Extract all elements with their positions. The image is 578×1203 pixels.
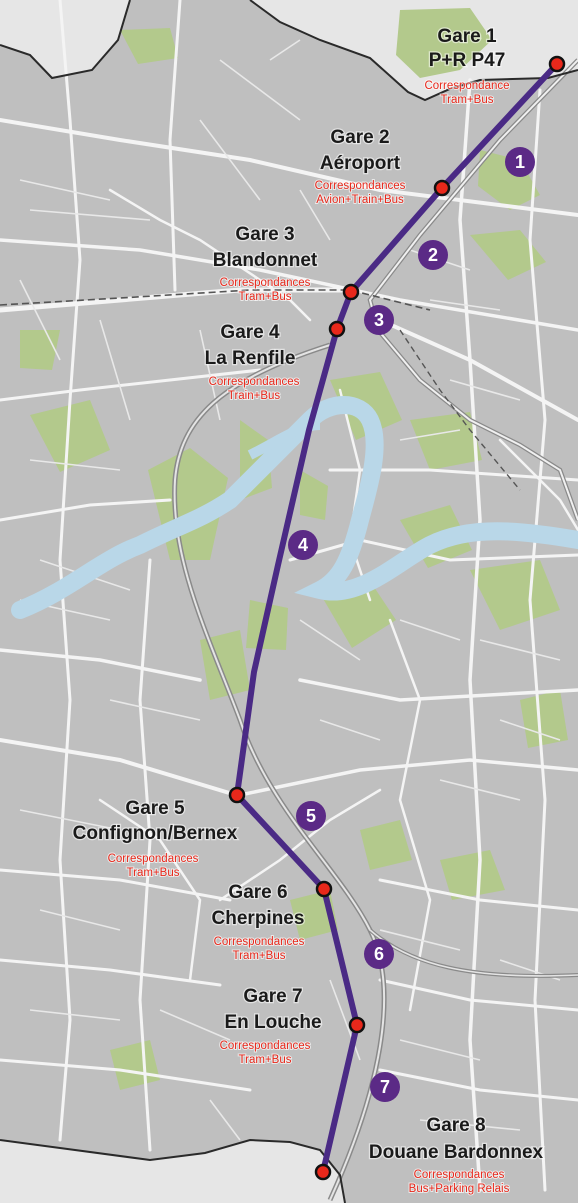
station-dot-2[interactable]	[433, 179, 451, 197]
border-area-bottom	[0, 1140, 345, 1203]
svg-text:Tram+Bus: Tram+Bus	[239, 291, 292, 303]
section-badge-2: 2	[418, 240, 448, 270]
svg-text:En Louche: En Louche	[224, 1012, 321, 1033]
station-label-2: Gare 2 Aéroport Correspondances Avion+Tr…	[314, 126, 407, 207]
svg-text:Confignon/Bernex: Confignon/Bernex	[73, 823, 238, 844]
station-label-3: Gare 3 Blandonnet Correspondances Tram+B…	[212, 223, 320, 304]
svg-text:Correspondances: Correspondances	[315, 180, 406, 192]
svg-text:4: 4	[298, 535, 308, 555]
railway	[0, 58, 578, 1202]
svg-text:7: 7	[380, 1077, 390, 1097]
svg-text:Tram+Bus: Tram+Bus	[239, 1054, 292, 1066]
tram-line-route	[234, 61, 560, 1175]
station-dot-1[interactable]	[548, 55, 566, 73]
svg-text:Aéroport: Aéroport	[320, 153, 401, 174]
svg-text:Gare 8: Gare 8	[426, 1115, 485, 1136]
svg-text:Gare 5: Gare 5	[125, 798, 185, 819]
section-badge-4: 4	[288, 530, 318, 560]
svg-text:Tram+Bus: Tram+Bus	[441, 94, 494, 106]
svg-text:La Renfile: La Renfile	[205, 348, 296, 369]
station-dot-4[interactable]	[328, 320, 346, 338]
svg-text:Train+Bus: Train+Bus	[228, 390, 281, 402]
svg-text:Tram+Bus: Tram+Bus	[127, 867, 180, 879]
svg-text:Gare 6: Gare 6	[228, 882, 287, 903]
station-label-6: Gare 6 Cherpines Correspondances Tram+Bu…	[210, 881, 305, 963]
svg-text:Gare 7: Gare 7	[243, 986, 302, 1007]
section-badge-6: 6	[364, 939, 394, 969]
svg-text:Cherpines: Cherpines	[212, 908, 305, 929]
svg-text:Gare 1: Gare 1	[437, 26, 497, 47]
section-badge-1: 1	[505, 147, 535, 177]
station-dot-8[interactable]	[314, 1163, 332, 1181]
section-badge-3: 3	[364, 305, 394, 335]
svg-text:Correspondances: Correspondances	[214, 936, 305, 948]
svg-text:Bus+Parking Relais: Bus+Parking Relais	[409, 1183, 510, 1195]
station-dot-5[interactable]	[228, 786, 246, 804]
station-label-7: Gare 7 En Louche Correspondances Tram+Bu…	[219, 985, 323, 1067]
station-dot-7[interactable]	[348, 1016, 366, 1034]
station-label-4: Gare 4 La Renfile Correspondances Train+…	[203, 321, 300, 403]
svg-text:Correspondances: Correspondances	[220, 277, 311, 289]
svg-text:Correspondances: Correspondances	[209, 376, 300, 388]
station-dot-6[interactable]	[315, 880, 333, 898]
svg-text:6: 6	[374, 944, 384, 964]
river	[11, 396, 578, 619]
svg-text:P+R P47: P+R P47	[429, 50, 506, 71]
svg-text:1: 1	[515, 152, 525, 172]
svg-text:Correspondance: Correspondance	[424, 80, 509, 92]
svg-text:Blandonnet: Blandonnet	[213, 250, 318, 271]
svg-text:Avion+Train+Bus: Avion+Train+Bus	[316, 194, 404, 206]
station-dot-3[interactable]	[342, 283, 360, 301]
station-dots	[228, 55, 566, 1181]
svg-text:2: 2	[428, 245, 438, 265]
station-label-1: Gare 1 P+R P47 Correspondance Tram+Bus	[423, 25, 510, 107]
border-area-top	[0, 0, 130, 78]
section-badge-5: 5	[296, 801, 326, 831]
svg-text:Douane Bardonnex: Douane Bardonnex	[369, 1142, 544, 1163]
parks	[20, 8, 568, 1090]
svg-text:Gare 3: Gare 3	[235, 224, 294, 245]
section-badge-7: 7	[370, 1072, 400, 1102]
svg-text:Gare 2: Gare 2	[330, 127, 389, 148]
svg-text:Tram+Bus: Tram+Bus	[233, 950, 286, 962]
svg-text:5: 5	[306, 806, 316, 826]
svg-text:Correspondances: Correspondances	[108, 853, 199, 865]
svg-text:Gare 4: Gare 4	[220, 322, 280, 343]
svg-text:3: 3	[374, 310, 384, 330]
svg-text:Correspondances: Correspondances	[414, 1169, 505, 1181]
station-label-5: Gare 5 Confignon/Bernex Correspondances …	[71, 797, 239, 880]
svg-text:Correspondances: Correspondances	[220, 1040, 311, 1052]
station-label-8: Gare 8 Douane Bardonnex Correspondances …	[368, 1114, 545, 1196]
